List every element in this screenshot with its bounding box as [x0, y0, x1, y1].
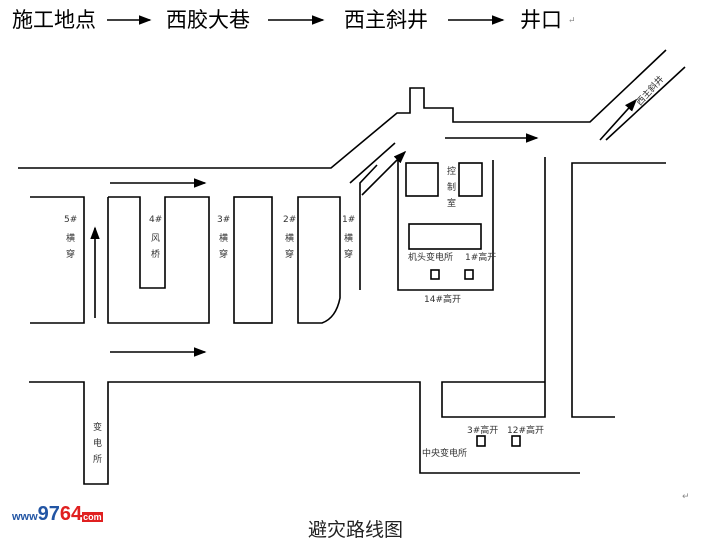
- route-step-work-site: 施工地点: [12, 8, 96, 32]
- bridge4-text: 风桥: [149, 233, 160, 265]
- central-substation-block: [441, 157, 546, 418]
- paragraph-mark: ↵: [568, 16, 576, 26]
- bridge4-block: [107, 196, 210, 324]
- crossing1-text: 横穿: [342, 232, 353, 265]
- incline-wall: [605, 66, 686, 141]
- crossing5-block: [30, 196, 85, 324]
- control-room-box-left: [405, 162, 439, 197]
- substation-label: 变电所: [91, 421, 102, 470]
- crossing3-number: 3#: [217, 215, 230, 225]
- logo-digits-blue: 97: [37, 503, 60, 525]
- route-step-shaft-mouth: 井口: [520, 8, 562, 32]
- lower-roadway-wall: [29, 381, 580, 485]
- bridge4-number: 4#: [149, 215, 162, 225]
- logo-digits-red: 64: [59, 503, 83, 525]
- arrow-incline: [599, 98, 638, 141]
- logo-com: com: [82, 512, 103, 522]
- west-main-incline-label: 西主斜井: [633, 73, 666, 108]
- tunnel-walls: [18, 49, 686, 485]
- crossing1-number: 1#: [342, 215, 355, 225]
- crossing3-text: 横穿: [217, 232, 228, 265]
- switch-box-b: [464, 269, 474, 280]
- crossing2-text: 横穿: [283, 232, 294, 265]
- upper-roadway-wall: [18, 49, 667, 169]
- switch-1-label: 1#高开: [465, 251, 496, 263]
- route-step-west-main-incline: 西主斜井: [344, 8, 428, 32]
- switch-box-a: [430, 269, 440, 280]
- crossing1-block: [359, 164, 378, 290]
- switch-box-12: [511, 435, 521, 447]
- right-roadway-wall: [571, 162, 666, 418]
- watermark-logo: www9764com: [12, 503, 103, 526]
- head-substation-box: [408, 223, 482, 250]
- crossing5-number: 5#: [64, 215, 77, 225]
- control-room-outline: [397, 160, 494, 291]
- control-room-label: 控制室: [445, 165, 456, 214]
- evacuation-arrows: [90, 98, 638, 357]
- central-substation-label: 中央变电所: [422, 447, 467, 459]
- paragraph-mark: ↵: [682, 492, 690, 502]
- inner-diagonal-wall: [349, 142, 396, 184]
- arrow-northeast: [361, 150, 407, 196]
- diagram-labels: 5# 横穿 4# 风桥 3# 横穿 2# 横穿 1# 横穿 控制室 机头变电所 …: [64, 73, 666, 470]
- logo-www: www: [12, 511, 38, 523]
- head-substation-label: 机头变电所: [408, 251, 453, 263]
- crossing2-number: 2#: [283, 215, 296, 225]
- switch-12-label: 12#高开: [507, 424, 544, 436]
- route-step-west-haulage-roadway: 西胶大巷: [166, 8, 250, 32]
- switch-box-3: [476, 435, 486, 447]
- control-room-box-right: [458, 162, 483, 197]
- crossing5-text: 横穿: [64, 232, 75, 265]
- diagram-caption: 避灾路线图: [308, 519, 404, 541]
- crossing2-block: [297, 196, 341, 324]
- switch-3-label: 3#高开: [467, 424, 498, 436]
- switch-14-label: 14#高开: [424, 293, 461, 305]
- crossing3-block: [233, 196, 273, 324]
